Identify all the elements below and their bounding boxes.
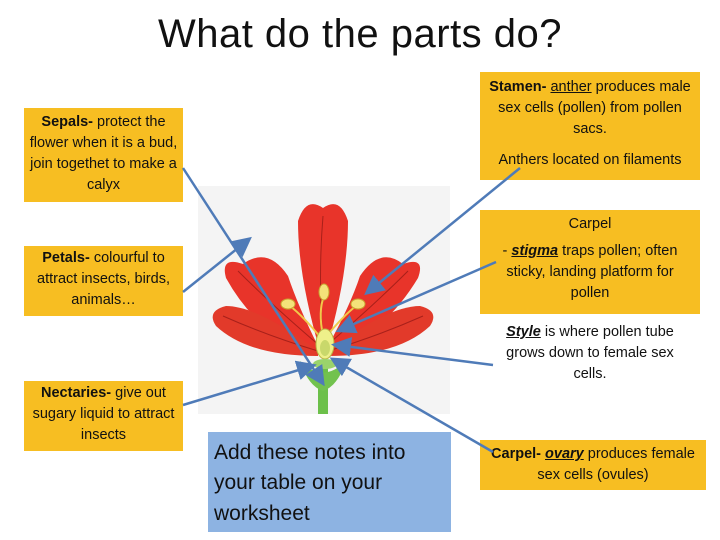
petals-text: colourful to attract insects, birds, ani… — [37, 250, 170, 309]
sepals-box: Sepals- protect the flower when it is a … — [24, 108, 183, 202]
sepals-text: protect the flower when it is a bud, joi… — [29, 114, 178, 194]
style-text: is where pollen tube grows down to femal… — [506, 324, 674, 383]
carpel-ovary-label: Carpel- — [491, 446, 541, 462]
carpel-ovary-box: Carpel- ovary produces female sex cells … — [480, 440, 706, 490]
ovary-word: ovary — [545, 446, 584, 462]
style-word: Style — [506, 324, 541, 340]
stamen-box: Stamen- anther produces male sex cells (… — [480, 72, 700, 180]
stigma-text: traps pollen; often sticky, landing plat… — [506, 243, 678, 302]
nectaries-text: give out sugary liquid to attract insect… — [32, 385, 175, 444]
carpel-ovary-text: produces female sex cells (ovules) — [537, 446, 695, 484]
stamen-anther-word: anther — [550, 79, 592, 95]
stigma-word: stigma — [511, 243, 559, 260]
nectaries-box: Nectaries- give out sugary liquid to att… — [24, 381, 183, 451]
petals-box: Petals- colourful to attract insects, bi… — [24, 246, 183, 316]
nectaries-label: Nectaries- — [41, 385, 112, 401]
carpel-box: Carpel - stigma traps pollen; often stic… — [480, 210, 700, 314]
carpel-heading: Carpel — [568, 216, 612, 232]
page-title: What do the parts do? — [157, 12, 563, 56]
stamen-text: produces male sex cells (pollen) from po… — [498, 79, 691, 138]
style-text-block: Style is where pollen tube grows down to… — [480, 322, 700, 385]
stamen-label: Stamen- — [489, 79, 547, 95]
note-box: Add these notes into your table on your … — [208, 432, 451, 532]
stamen-filaments-text: Anthers located on filaments — [498, 152, 682, 169]
petals-label: Petals- — [42, 250, 90, 266]
flower-diagram — [198, 186, 450, 414]
sepals-label: Sepals- — [41, 114, 94, 130]
